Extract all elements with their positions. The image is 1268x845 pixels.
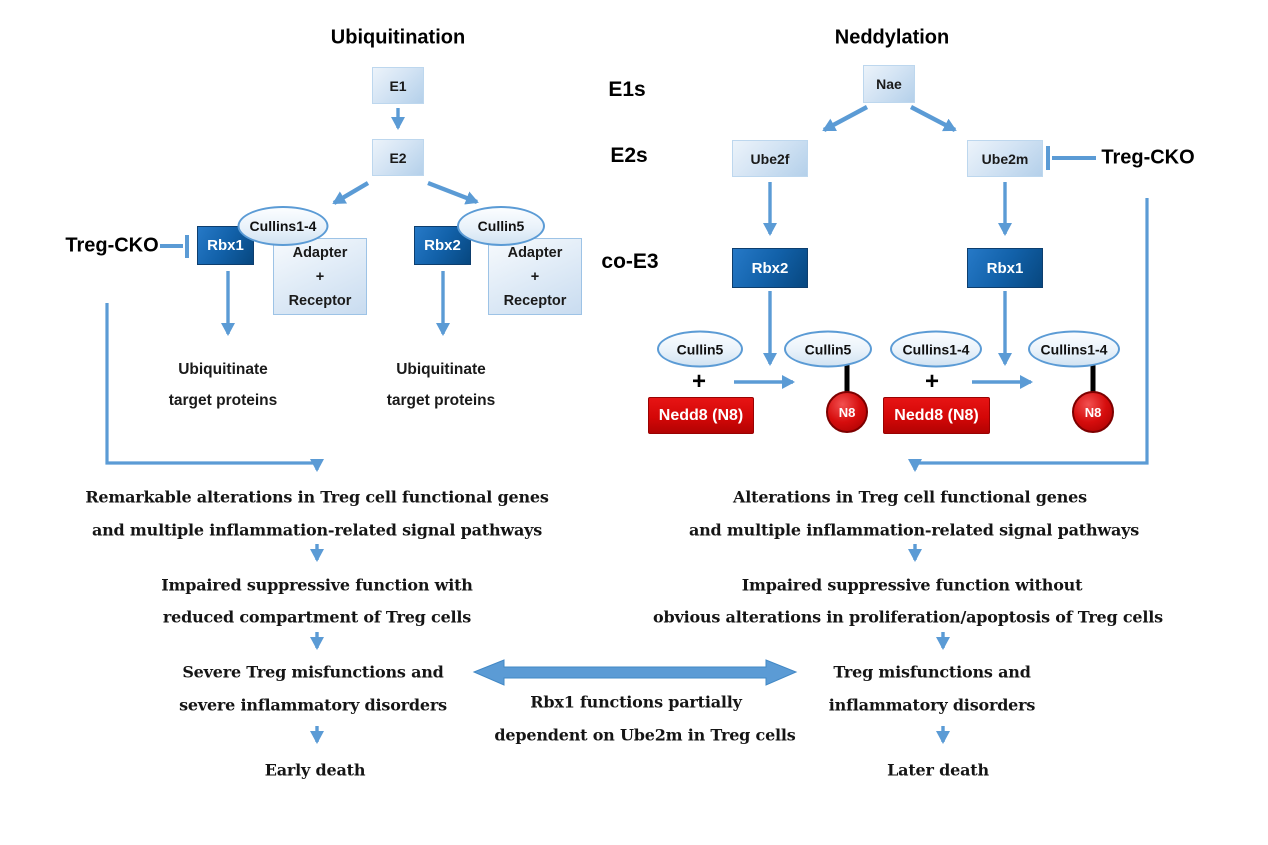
n8-circle-1: N8 (826, 391, 868, 433)
row-label-co-e3: co-E3 (601, 250, 659, 273)
right-outcome-later-death: Later death (887, 760, 989, 780)
comparison-line-2: dependent on Ube2m in Treg cells (494, 725, 796, 745)
n8-circle-2: N8 (1072, 391, 1114, 433)
rbx2-box-right: Rbx2 (732, 248, 808, 288)
ube2f-box: Ube2f (732, 140, 808, 177)
cullins14-ellipse-left: Cullins1-4 (237, 206, 329, 246)
arrow-nae-ube2f (822, 105, 869, 132)
right-outcome-line-5: Treg misfunctions and (833, 662, 1031, 682)
title-neddylation: Neddylation (834, 26, 950, 49)
cullin5-product-ellipse: Cullin5 (784, 330, 872, 368)
nedd8-box-1: Nedd8 (N8) (648, 397, 754, 434)
row-label-e1s: E1s (608, 78, 646, 101)
ubiquitinate-text-2: Ubiquitinate target proteins (386, 361, 496, 409)
treg-cko-right-label: Treg-CKO (1101, 146, 1195, 169)
nae-box: Nae (863, 65, 915, 103)
cullins14-product-ellipse: Cullins1-4 (1028, 330, 1120, 368)
double-arrow-comparison (472, 659, 798, 686)
plus-sign-2: + (924, 368, 940, 395)
adapter-receptor-box-2: Adapter + Receptor (488, 238, 582, 315)
row-label-e2s: E2s (610, 144, 648, 167)
ubiquitinate-text-1: Ubiquitinate target proteins (168, 361, 278, 409)
treg-cko-left-label: Treg-CKO (65, 234, 159, 257)
arrow-e2-cullin5 (427, 180, 479, 205)
comparison-line-1: Rbx1 functions partially (530, 692, 742, 712)
adapter-receptor-box-1: Adapter + Receptor (273, 238, 367, 315)
right-outcome-line-1: Alterations in Treg cell functional gene… (733, 487, 1087, 507)
left-outcome-line-2: and multiple inflammation-related signal… (91, 520, 543, 540)
arrow-e2-cullins14 (332, 181, 370, 205)
cullin5-substrate-ellipse: Cullin5 (657, 330, 743, 368)
e1-box: E1 (372, 67, 424, 104)
arrow-nae-ube2m (909, 105, 957, 132)
left-outcome-early-death: Early death (264, 760, 366, 780)
right-outcome-line-2: and multiple inflammation-related signal… (688, 520, 1140, 540)
left-outcome-line-5: Severe Treg misfunctions and (182, 662, 444, 682)
connector-tregcko-right (908, 198, 1149, 472)
cullins14-substrate-ellipse: Cullins1-4 (890, 330, 982, 368)
ube2m-box: Ube2m (967, 140, 1043, 177)
cullin5-ellipse-left: Cullin5 (457, 206, 545, 246)
nedd8-box-2: Nedd8 (N8) (883, 397, 990, 434)
left-outcome-line-4: reduced compartment of Treg cells (162, 607, 472, 627)
rbx1-box-right: Rbx1 (967, 248, 1043, 288)
connector-tregcko-left (105, 303, 324, 472)
left-outcome-line-6: severe inflammatory disorders (179, 695, 447, 715)
left-outcome-line-1: Remarkable alterations in Treg cell func… (85, 487, 549, 507)
right-outcome-line-4: obvious alterations in proliferation/apo… (653, 607, 1163, 627)
title-ubiquitination: Ubiquitination (330, 26, 466, 49)
right-outcome-line-3: Impaired suppressive function without (741, 575, 1083, 595)
plus-sign-1: + (691, 368, 707, 395)
right-outcome-line-6: inflammatory disorders (828, 695, 1036, 715)
e2-box: E2 (372, 139, 424, 176)
left-outcome-line-3: Impaired suppressive function with (161, 575, 473, 595)
